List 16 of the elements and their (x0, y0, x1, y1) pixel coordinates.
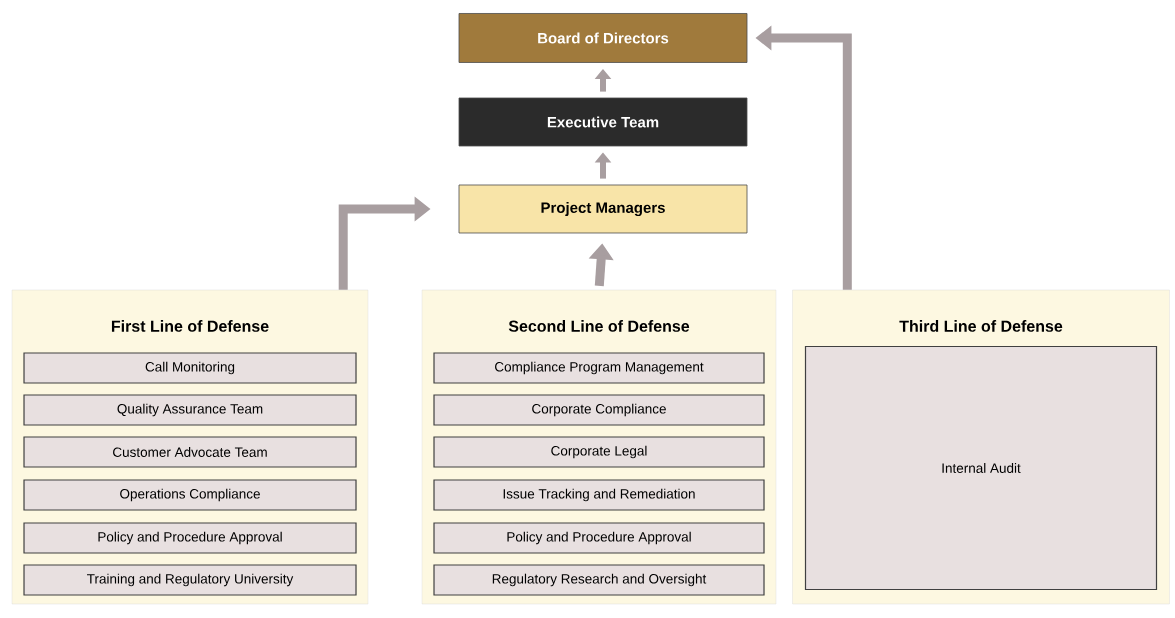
item-box: Internal Audit (804, 345, 1158, 591)
level-box: Project Managers (458, 184, 748, 234)
item-box: Policy and Procedure Approval (433, 522, 765, 554)
item-box: Call Monitoring (23, 352, 357, 384)
item-box: Policy and Procedure Approval (23, 522, 357, 554)
item-box: Compliance Program Management (433, 352, 765, 384)
item-box: Corporate Legal (433, 436, 765, 468)
item-box: Training and Regulatory University (23, 564, 357, 596)
item-box: Operations Compliance (23, 479, 357, 511)
item-box: Issue Tracking and Remediation (433, 479, 765, 511)
item-box: Regulatory Research and Oversight (433, 564, 765, 596)
item-box: Customer Advocate Team (23, 436, 357, 468)
item-box: Corporate Compliance (433, 394, 765, 426)
level-box: Board of Directors (458, 13, 748, 63)
item-box: Quality Assurance Team (23, 394, 357, 426)
level-box: Executive Team (458, 97, 748, 147)
